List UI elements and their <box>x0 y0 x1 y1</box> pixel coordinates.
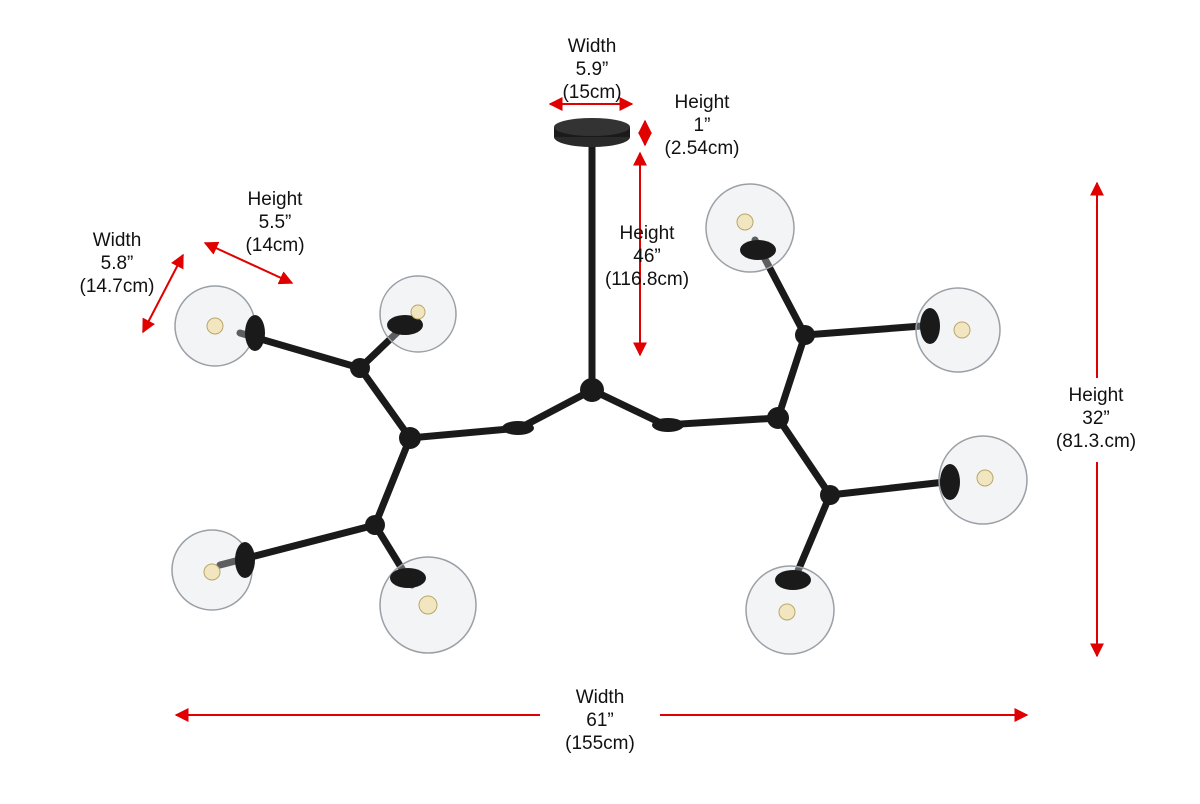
dimension-metric: (81.3.cm) <box>1055 431 1137 452</box>
dimension-imperial: 5.8” <box>100 253 134 274</box>
dimension-imperial: 46” <box>633 246 661 267</box>
dimension-name: Width <box>92 230 142 251</box>
shade-height-arrow <box>203 241 294 285</box>
dimension-imperial: 61” <box>586 710 614 731</box>
canopy <box>554 118 630 147</box>
shade-width-arrow <box>142 253 184 334</box>
dimension-metric: (14.7cm) <box>79 276 155 297</box>
dimension-metric: (14cm) <box>245 235 305 256</box>
dimension-name: Height <box>619 223 675 244</box>
sockets <box>235 240 960 590</box>
canopy-width-label: Width 5.9” (15cm) <box>562 35 621 104</box>
dimension-name: Height <box>247 189 303 210</box>
dimension-imperial: 5.9” <box>575 59 609 80</box>
bulbs <box>203 213 994 621</box>
dimension-name: Width <box>567 36 617 57</box>
shade-width-label: Width 5.8” (14.7cm) <box>80 229 155 298</box>
dimension-name: Height <box>1068 385 1124 406</box>
dimension-imperial: 1” <box>693 115 711 136</box>
dimension-metric: (116.8cm) <box>604 269 690 290</box>
dimension-imperial: 32” <box>1082 408 1110 429</box>
dimension-name: Width <box>575 687 625 708</box>
dimension-metric: (155cm) <box>565 733 635 754</box>
dimension-arrows <box>142 97 1104 722</box>
shade-height-label: Height 5.5” (14cm) <box>245 188 304 257</box>
fixture-width-label: Width 61” (155cm) <box>565 686 635 755</box>
dimension-name: Height <box>674 92 730 113</box>
arm-joints <box>350 325 840 535</box>
rod-height-label: Height 46” (116.8cm) <box>605 222 689 291</box>
dimension-imperial: 5.5” <box>258 212 292 233</box>
canopy-height-label: Height 1” (2.54cm) <box>665 91 740 160</box>
chandelier-arms <box>216 136 949 589</box>
dimension-metric: (2.54cm) <box>664 138 740 159</box>
fixture-height-label: Height 32” (81.3.cm) <box>1056 384 1136 453</box>
dimension-metric: (15cm) <box>562 82 622 103</box>
